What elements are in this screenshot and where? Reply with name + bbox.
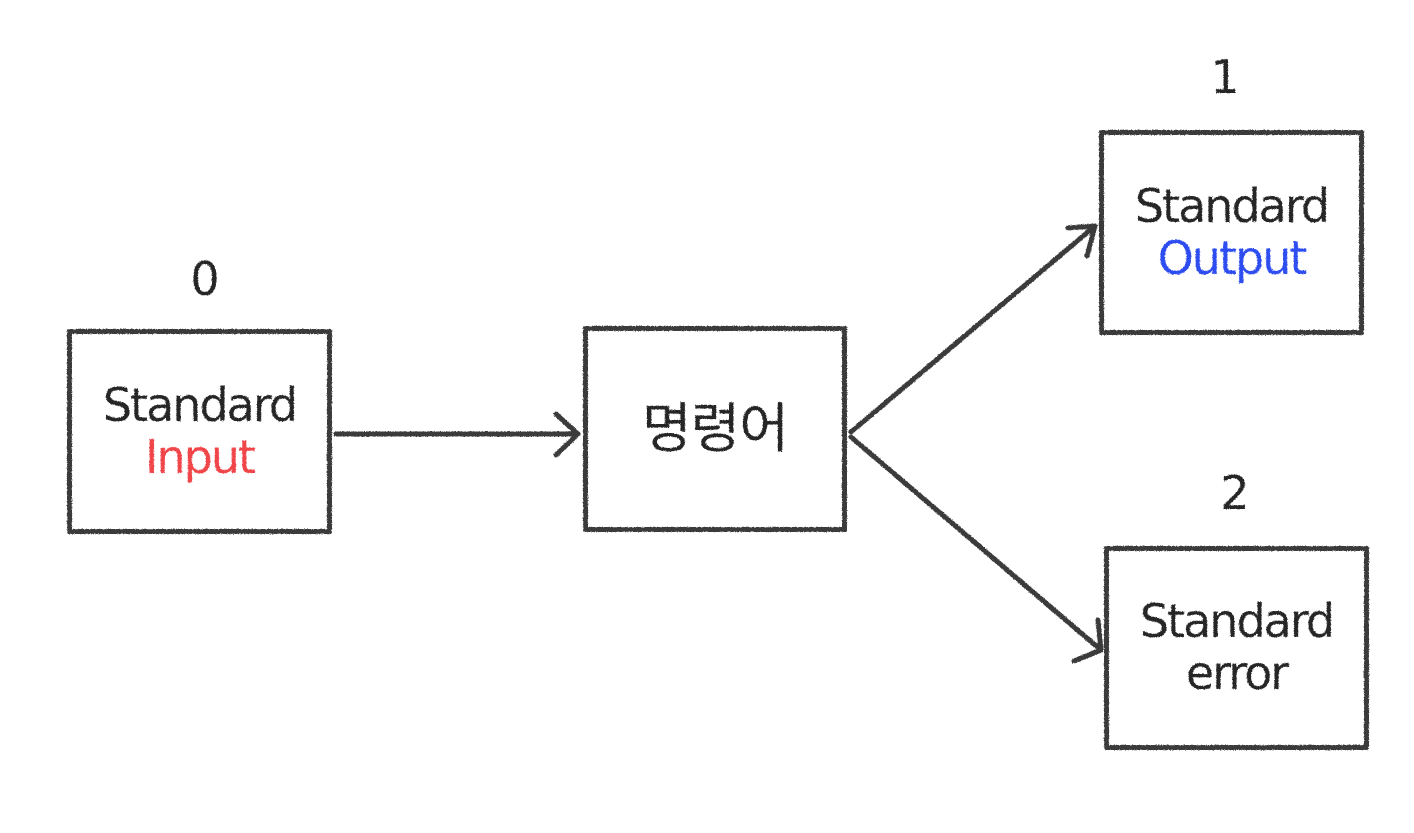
standard-error-line1: Standard	[1139, 594, 1335, 649]
stdin-file-descriptor: 0	[190, 252, 220, 306]
standard-input-line1: Standard	[102, 377, 298, 432]
command-box: 명령어	[583, 326, 847, 532]
standard-input-box: Standard Input	[67, 329, 332, 534]
standard-error-line2: error	[1185, 646, 1289, 700]
arrow-command-to-output	[848, 223, 1098, 435]
stdout-file-descriptor: 1	[1210, 50, 1240, 104]
arrow-input-to-command	[333, 411, 581, 458]
standard-output-line1: Standard	[1134, 178, 1330, 233]
stderr-file-descriptor: 2	[1220, 466, 1250, 520]
standard-input-line2: Input	[144, 429, 256, 484]
command-label: 명령어	[641, 396, 789, 460]
standard-error-box: Standard error	[1104, 546, 1369, 750]
arrow-command-to-error	[848, 434, 1104, 664]
standard-output-box: Standard Output	[1099, 130, 1364, 335]
standard-output-line2: Output	[1157, 230, 1308, 285]
